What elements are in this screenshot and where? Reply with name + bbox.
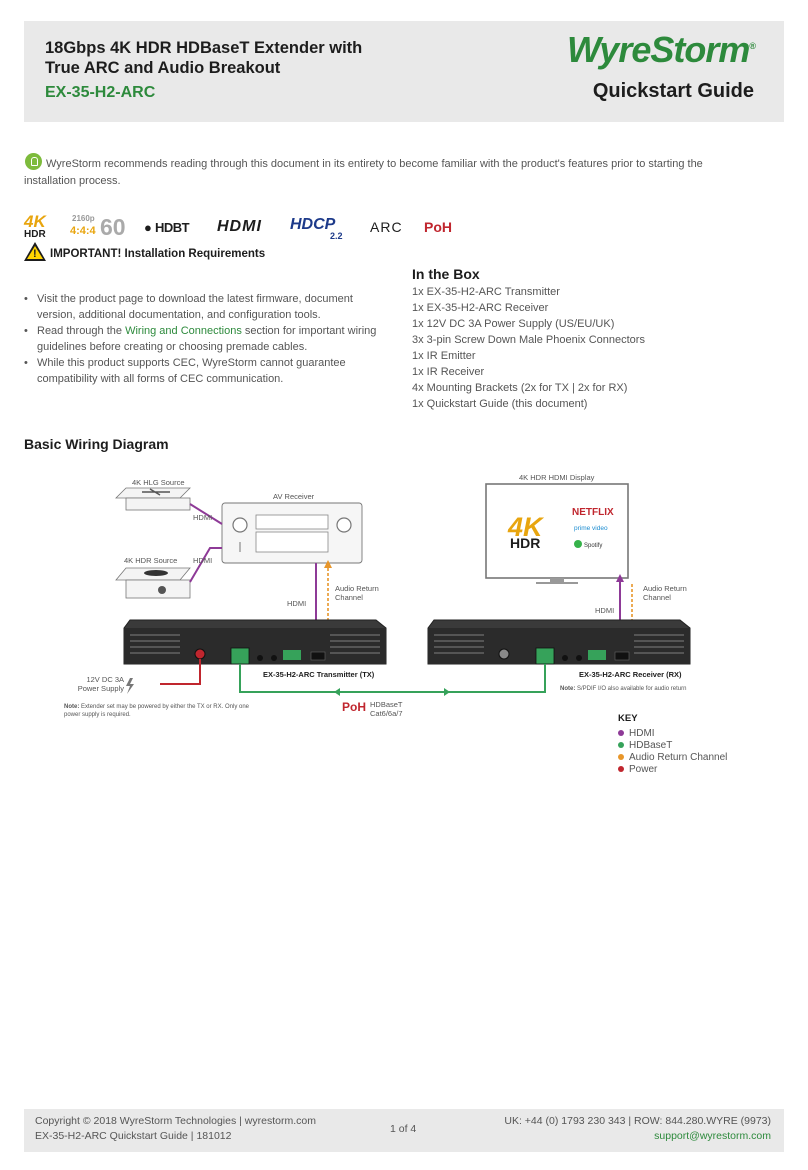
in-the-box-heading: In the Box — [412, 266, 480, 282]
lightbulb-icon — [25, 153, 42, 170]
receiver-device — [427, 619, 691, 665]
list-item: 3x 3-pin Screw Down Male Phoenix Connect… — [412, 334, 645, 346]
spdif-note: Note: S/PDIF I/O also available for audi… — [560, 686, 687, 692]
hdmi-label-1: HDMI — [193, 513, 213, 522]
hdmi-label-3: HDMI — [287, 599, 307, 608]
hdmi-cable-hdr — [189, 547, 222, 583]
hdmi-label-4: HDMI — [595, 606, 615, 615]
footer-right: UK: +44 (0) 1793 230 343 | ROW: 844.280.… — [504, 1114, 771, 1144]
power-cable — [160, 659, 201, 685]
spotify-logo-text: Spotify — [584, 543, 602, 549]
doc-id-text: EX-35-H2-ARC Quickstart Guide | 181012 — [35, 1130, 232, 1142]
key-title: KEY — [618, 713, 638, 724]
guide-label: Quickstart Guide — [592, 80, 754, 102]
list-item: 4x Mounting Brackets (2x for TX | 2x for… — [412, 382, 628, 394]
hdmi-cable-hlg — [189, 503, 223, 525]
transmitter-device — [123, 619, 387, 665]
key-dot — [618, 754, 624, 760]
product-model: EX-35-H2-ARC — [45, 84, 156, 101]
document-footer: Copyright © 2018 WyreStorm Technologies … — [24, 1109, 784, 1152]
list-item: Visit the product page to download the l… — [24, 291, 394, 323]
hdr-source-device — [115, 567, 191, 599]
tx-label: EX-35-H2-ARC Transmitter (TX) — [263, 670, 375, 679]
key-item: HDMI — [618, 727, 727, 739]
av-receiver-label: AV Receiver — [273, 492, 315, 501]
power-note: Note: Extender set may be powered by eit… — [64, 704, 249, 718]
warning-exclamation: ! — [33, 248, 37, 260]
display-label: 4K HDR HDMI Display — [519, 473, 595, 482]
list-item: 1x Quickstart Guide (this document) — [412, 398, 588, 410]
recommendation-text: WyreStorm recommends reading through thi… — [24, 158, 703, 187]
list-item: 1x 12V DC 3A Power Supply (US/EU/UK) — [412, 318, 615, 330]
key-dot — [618, 742, 624, 748]
diagram-key: KEY HDMI HDBaseT Audio Return Channel Po… — [618, 713, 727, 775]
hlg-source-device — [115, 487, 191, 511]
prime-video-logo-text: prime video — [574, 525, 608, 532]
key-item: HDBaseT — [618, 739, 727, 751]
cable-label: Cat6/6a/7 — [370, 709, 403, 718]
power-bolt-icon — [126, 678, 134, 694]
wiring-diagram-heading: Basic Wiring Diagram — [24, 436, 169, 452]
wyrestorm-logo: WyreStorm® — [566, 29, 756, 70]
footer-left: Copyright © 2018 WyreStorm Technologies … — [35, 1114, 316, 1144]
display-hdr-text: HDR — [510, 535, 540, 551]
list-item: Read through the Wiring and Connections … — [24, 323, 394, 355]
key-dot — [618, 730, 624, 736]
feature-logos: 4K HDR 2160p 4:4:4 60 ● HDBT HDMI HDCP 2… — [24, 212, 452, 241]
rx-label: EX-35-H2-ARC Receiver (RX) — [579, 670, 682, 679]
important-heading: IMPORTANT! Installation Requirements — [50, 248, 266, 260]
av-receiver-device — [221, 502, 363, 564]
list-item: 1x IR Emitter — [412, 350, 476, 362]
poh-label: PoH — [342, 700, 366, 714]
important-list: Visit the product page to download the l… — [24, 291, 394, 387]
key-item: Power — [618, 763, 727, 775]
key-item: Audio Return Channel — [618, 751, 727, 763]
power-supply-label: 12V DC 3A Power Supply — [77, 675, 124, 693]
warning-icon — [24, 242, 46, 261]
list-item: 1x EX-35-H2-ARC Transmitter — [412, 286, 560, 298]
wiring-diagram-graphic: 4K HDR NETFLIX prime video Spotify — [115, 483, 691, 696]
key-dot — [618, 766, 624, 772]
document-header: 18Gbps 4K HDR HDBaseT Extender with True… — [24, 21, 784, 122]
hlg-source-label: 4K HLG Source — [132, 478, 185, 487]
netflix-logo-text: NETFLIX — [572, 507, 614, 518]
list-item: 1x EX-35-H2-ARC Receiver — [412, 302, 549, 314]
list-item: While this product supports CEC, WyreSto… — [24, 355, 394, 387]
display-4k-text: 4K — [507, 512, 545, 542]
copyright-text: Copyright © 2018 WyreStorm Technologies … — [35, 1115, 316, 1127]
arc-label-rx: Audio Return Channel — [643, 584, 687, 602]
hdbaset-label: HDBaseT — [370, 700, 403, 709]
hdmi-label-2: HDMI — [193, 556, 213, 565]
support-email-link[interactable]: support@wyrestorm.com — [654, 1130, 771, 1142]
product-title: 18Gbps 4K HDR HDBaseT Extender with True… — [45, 39, 363, 77]
hdr-source-label: 4K HDR Source — [124, 556, 178, 565]
hdr-display-device: 4K HDR NETFLIX prime video Spotify — [485, 483, 629, 584]
page-number: 1 of 4 — [390, 1123, 417, 1135]
wiring-diagram: 4K HDR NETFLIX prime video Spotify — [50, 470, 750, 730]
in-the-box-list: 1x EX-35-H2-ARC Transmitter 1x EX-35-H2-… — [412, 284, 645, 412]
arc-label-tx: Audio Return Channel — [335, 584, 379, 602]
phone-numbers: UK: +44 (0) 1793 230 343 | ROW: 844.280.… — [504, 1115, 771, 1127]
list-item: 1x IR Receiver — [412, 366, 485, 378]
wiring-connections-link[interactable]: Wiring and Connections — [125, 325, 242, 337]
hdbaset-cable — [239, 664, 546, 693]
